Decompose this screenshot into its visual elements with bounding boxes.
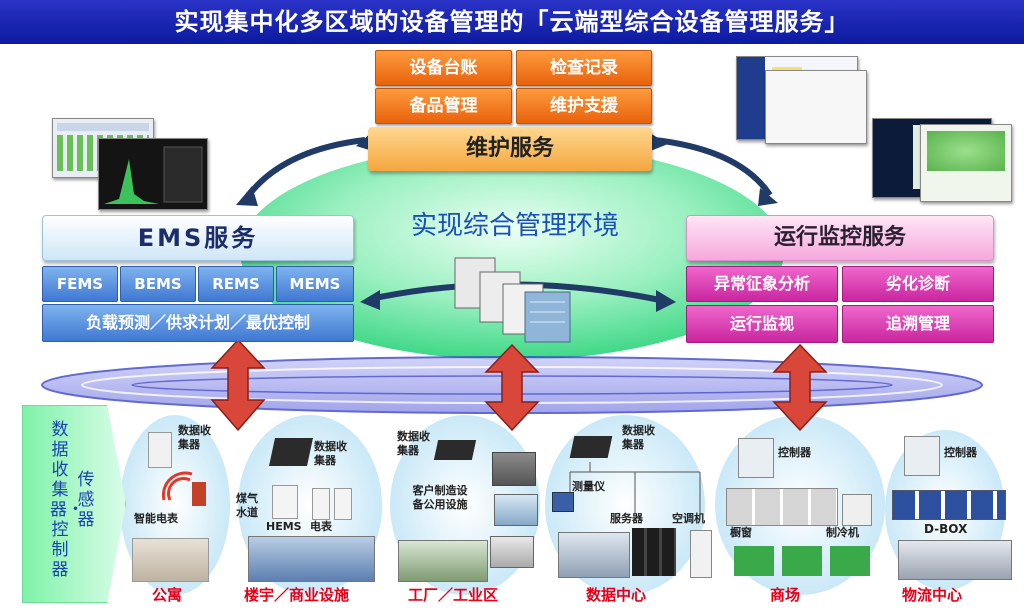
- showcase-label: 橱窗: [730, 526, 752, 539]
- monitor-item-anomaly: 异常征象分析: [686, 266, 838, 302]
- mall-controller-label: 控制器: [778, 446, 811, 459]
- sidebar-devices: [22, 405, 126, 603]
- maintenance-item-ledger: 设备台账: [375, 50, 512, 86]
- logistics-image: [898, 540, 1012, 580]
- building-collector-label: 数据收集器: [314, 440, 347, 467]
- screenshot-thumbnail: [920, 124, 1012, 202]
- equipment-image: [494, 494, 538, 526]
- monitor-item-traceability: 追溯管理: [842, 305, 994, 343]
- page-title: 实现集中化多区域的设备管理的「云端型综合设备管理服务」: [0, 0, 1024, 44]
- screenshot-thumbnail: [98, 138, 208, 210]
- meter-icon: [334, 488, 352, 520]
- monitor-service-header: 运行监控服务: [686, 215, 994, 261]
- data-collector-icon: [569, 436, 613, 458]
- site-label-mall: 商场: [770, 586, 801, 604]
- factory-image: [398, 540, 488, 582]
- ems-item-bems: BEMS: [120, 266, 196, 302]
- air-conditioner-label: 空调机: [672, 512, 705, 525]
- site-label-apartment: 公寓: [152, 586, 183, 604]
- showcase-image: [726, 488, 838, 526]
- datacenter-collector-label: 数据收集器: [622, 424, 655, 451]
- maintenance-item-spares: 备品管理: [375, 88, 512, 124]
- apartment-collector-label: 数据收集器: [178, 424, 211, 451]
- controller-icon: [738, 438, 774, 478]
- controller-icon: [904, 436, 940, 476]
- ems-service-header: EMS服务: [42, 215, 354, 261]
- building-image: [248, 536, 375, 582]
- customer-facility-label: 客户制造设备公用设施: [412, 484, 468, 511]
- hems-device-icon: [272, 485, 298, 519]
- d-box-label: D-BOX: [924, 522, 968, 536]
- site-label-datacenter: 数据中心: [586, 586, 647, 604]
- data-collector-icon: [269, 438, 313, 466]
- building-meter-label: 电表: [310, 520, 332, 533]
- monitor-item-operation: 运行监视: [686, 305, 838, 343]
- smart-meter-label: 智能电表: [134, 512, 178, 525]
- meter-icon: [312, 488, 330, 520]
- sidebar-collector-label: 数据收集器・控制器: [50, 420, 84, 580]
- hems-label: HEMS: [266, 520, 302, 533]
- server-label: 服务器: [610, 512, 643, 525]
- equipment-image: [490, 536, 534, 568]
- cloud-label: 实现综合管理环境: [410, 211, 619, 241]
- sidebar-sensor-label: 传感器: [77, 470, 95, 530]
- d-box-image: [892, 490, 1006, 520]
- gas-water-label: 煤气水道: [236, 492, 258, 519]
- ems-item-rems: REMS: [198, 266, 274, 302]
- maintenance-item-support: 维护支援: [516, 88, 652, 124]
- monitor-item-degradation: 劣化诊断: [842, 266, 994, 302]
- store-images: [734, 546, 878, 576]
- ems-footer: 负载预测／供求计划／最优控制: [42, 304, 354, 342]
- measuring-instrument-icon: [552, 492, 574, 512]
- site-label-factory: 工厂／工业区: [408, 586, 499, 604]
- data-collector-icon: [148, 432, 172, 468]
- apartment-image: [132, 538, 209, 582]
- chiller-icon: [842, 494, 872, 526]
- site-label-logistics: 物流中心: [902, 586, 963, 604]
- site-label-building: 楼宇／商业设施: [244, 586, 350, 604]
- chiller-label: 制冷机: [826, 526, 859, 539]
- ems-item-mems: MEMS: [276, 266, 354, 302]
- logistics-controller-label: 控制器: [944, 446, 977, 459]
- equipment-image: [492, 452, 536, 486]
- screenshot-thumbnail: [765, 70, 867, 144]
- server-stack-icon: [454, 257, 571, 343]
- smart-meter-icon: [161, 471, 206, 506]
- measuring-instrument-label: 测量仪: [572, 480, 605, 493]
- maintenance-service-header: 维护服务: [368, 127, 652, 171]
- ems-item-fems: FEMS: [42, 266, 118, 302]
- datacenter-image: [558, 532, 630, 578]
- air-conditioner-icon: [690, 530, 712, 578]
- server-rack-image: [632, 528, 676, 576]
- factory-collector-label: 数据收集器: [397, 430, 430, 457]
- data-collector-icon: [433, 440, 477, 460]
- maintenance-item-inspection: 检查记录: [516, 50, 652, 86]
